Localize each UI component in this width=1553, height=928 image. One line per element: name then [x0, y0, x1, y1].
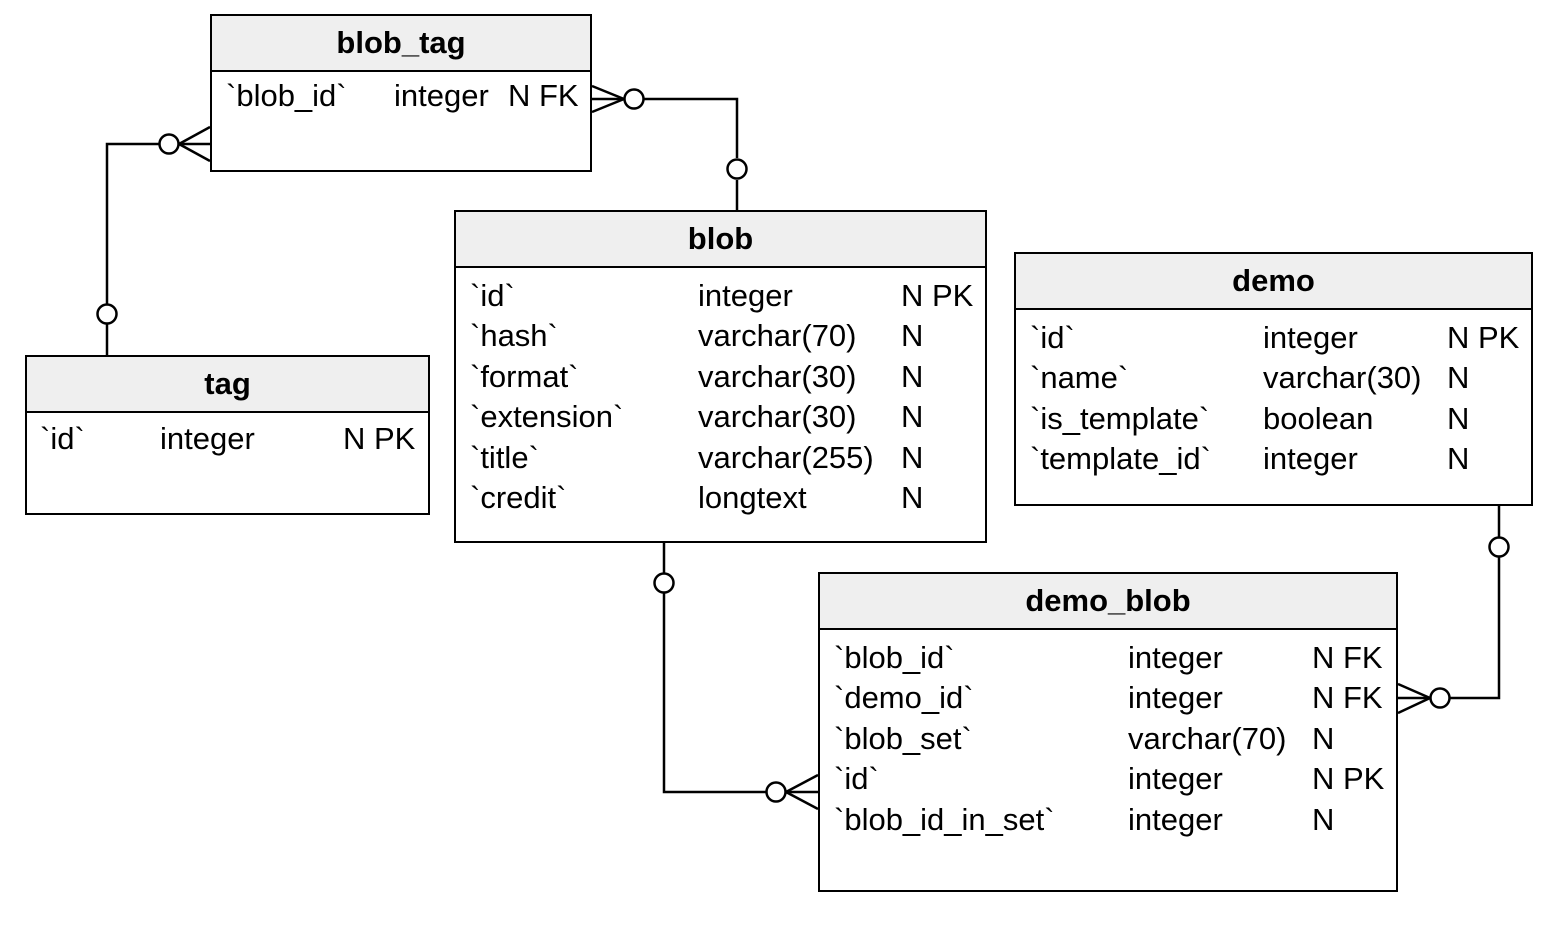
- relationship-demo-blob-blob: [653, 543, 819, 811]
- column-row: `blob_id_in_set` integer N: [820, 800, 1396, 840]
- column-flags: N: [901, 358, 924, 394]
- column-type: varchar(30): [698, 399, 857, 435]
- column-type: integer: [1128, 801, 1223, 837]
- entity-title: demo_blob: [820, 574, 1396, 630]
- column-type: varchar(30): [698, 358, 857, 394]
- entity-title: demo: [1016, 254, 1531, 310]
- column-type: integer: [160, 421, 255, 456]
- column-flags: N FK: [1312, 640, 1383, 675]
- entity-demo: demo `id` integer N PK `name` varchar(30…: [1014, 252, 1533, 506]
- column-name: `extension`: [470, 399, 624, 435]
- column-row: `blob_set` varchar(70) N: [820, 719, 1396, 759]
- column-row: `id` integer N PK: [820, 759, 1396, 799]
- column-name: `id`: [40, 421, 85, 456]
- column-flags: N PK: [901, 278, 974, 313]
- entity-demo-blob: demo_blob `blob_id` integer N FK `demo_i…: [818, 572, 1398, 892]
- relationship-blob-tag-tag: [96, 125, 211, 355]
- entity-title: blob: [456, 212, 985, 268]
- column-flags: N: [1312, 801, 1335, 837]
- column-name: `id`: [1030, 320, 1075, 355]
- column-name: `hash`: [470, 318, 558, 354]
- column-row: `format` varchar(30) N: [456, 357, 985, 397]
- column-name: `format`: [470, 358, 579, 394]
- column-row: `template_id` integer N: [1016, 439, 1531, 479]
- column-row: `credit` longtext N: [456, 478, 985, 518]
- relationship-demo-blob-demo: [1397, 506, 1510, 715]
- column-name: `demo_id`: [834, 680, 974, 716]
- column-flags: N: [1312, 720, 1335, 756]
- entity-blob: blob `id` integer N PK `hash` varchar(70…: [454, 210, 987, 543]
- column-flags: N: [901, 399, 924, 435]
- column-type: varchar(70): [1128, 720, 1287, 756]
- column-name: `title`: [470, 439, 539, 475]
- column-flags: N: [901, 439, 924, 475]
- column-row: `id` integer N PK: [27, 419, 428, 459]
- column-flags: N: [901, 318, 924, 354]
- column-flags: N PK: [343, 421, 416, 456]
- column-name: `credit`: [470, 479, 567, 515]
- column-name: `id`: [834, 761, 879, 797]
- column-row: `blob_id` integer N FK: [212, 76, 590, 116]
- column-name: `is_template`: [1030, 400, 1210, 436]
- column-type: integer: [1263, 441, 1358, 477]
- column-name: `blob_id`: [226, 78, 347, 113]
- column-type: longtext: [698, 479, 807, 515]
- column-row: `name` varchar(30) N: [1016, 358, 1531, 398]
- column-row: `id` integer N PK: [1016, 318, 1531, 358]
- column-type: integer: [1263, 320, 1358, 355]
- column-type: boolean: [1263, 400, 1374, 436]
- column-name: `blob_set`: [834, 720, 972, 756]
- column-type: integer: [698, 278, 793, 313]
- column-flags: N: [1447, 360, 1470, 396]
- entity-title: tag: [27, 357, 428, 413]
- column-row: `demo_id` integer N FK: [820, 678, 1396, 718]
- column-row: `id` integer N PK: [456, 276, 985, 316]
- column-flags: N FK: [508, 78, 579, 113]
- column-type: varchar(30): [1263, 360, 1422, 396]
- entity-blob-tag: blob_tag `blob_id` integer N FK: [210, 14, 592, 172]
- entity-title: blob_tag: [212, 16, 590, 72]
- column-type: integer: [1128, 680, 1223, 716]
- column-name: `blob_id_in_set`: [834, 801, 1055, 837]
- column-type: integer: [1128, 640, 1223, 675]
- entity-tag: tag `id` integer N PK: [25, 355, 430, 515]
- column-type: varchar(70): [698, 318, 857, 354]
- column-flags: N PK: [1447, 320, 1520, 355]
- column-type: varchar(255): [698, 439, 874, 475]
- relationship-blob-tag-blob: [591, 84, 748, 210]
- column-row: `is_template` boolean N: [1016, 399, 1531, 439]
- column-name: `id`: [470, 278, 515, 313]
- column-flags: N: [901, 479, 924, 515]
- column-type: integer: [394, 78, 489, 113]
- column-flags: N PK: [1312, 761, 1385, 797]
- column-row: `blob_id` integer N FK: [820, 638, 1396, 678]
- column-flags: N FK: [1312, 680, 1383, 716]
- column-flags: N: [1447, 400, 1470, 436]
- column-row: `title` varchar(255) N: [456, 438, 985, 478]
- column-name: `template_id`: [1030, 441, 1211, 477]
- column-name: `blob_id`: [834, 640, 955, 675]
- column-type: integer: [1128, 761, 1223, 797]
- column-row: `extension` varchar(30) N: [456, 397, 985, 437]
- column-row: `hash` varchar(70) N: [456, 316, 985, 356]
- column-name: `name`: [1030, 360, 1129, 396]
- column-flags: N: [1447, 441, 1470, 477]
